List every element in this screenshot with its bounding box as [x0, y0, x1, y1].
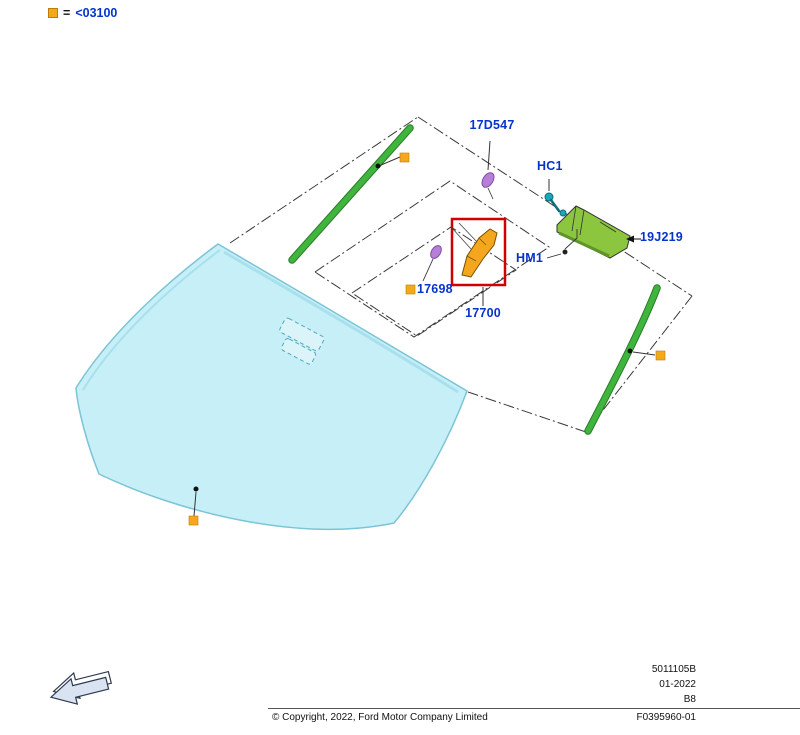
- fastener-marker-legend-icon: [48, 8, 58, 19]
- callout-17D547[interactable]: 17D547: [469, 118, 515, 132]
- copyright-text: © Copyright, 2022, Ford Motor Company Li…: [272, 712, 488, 723]
- leader-line: [546, 253, 562, 259]
- fastener-marker: [188, 515, 199, 526]
- windshield-outline: [75, 243, 468, 531]
- legend-code-link[interactable]: <03100: [75, 6, 118, 20]
- windshield-glass: [75, 243, 468, 531]
- mirror-bracket-17700: [461, 228, 498, 278]
- a-pillar-molding-right: [584, 284, 666, 435]
- windshield-top-band: [223, 250, 459, 394]
- sheet-code: B8: [683, 694, 696, 705]
- windshield-left-band: [82, 249, 221, 391]
- grommet-17D547: [481, 140, 495, 200]
- bracket-screw-head: [559, 209, 567, 217]
- leader-line: [380, 156, 401, 166]
- callout-hc1[interactable]: HC1: [537, 159, 563, 173]
- leader-line: [193, 491, 197, 517]
- legend: = <03100: [48, 7, 117, 20]
- molding-fastener-dot: [627, 348, 633, 354]
- mirror-bracket-17700-group: [450, 217, 507, 306]
- legend-equals: =: [63, 6, 71, 20]
- fastener-hm1: [546, 229, 578, 259]
- fwd-direction-arrow: [49, 670, 113, 705]
- callout-19J219[interactable]: 19J219: [640, 230, 683, 244]
- callout-hm1[interactable]: HM1: [516, 251, 543, 265]
- highlight-box-17700: [450, 217, 507, 287]
- leader-line: [487, 140, 491, 171]
- callout-17700[interactable]: 17700: [465, 306, 501, 320]
- footer-divider: [268, 708, 800, 709]
- leader-line: [632, 351, 656, 356]
- leader-line: [422, 258, 434, 282]
- fastener-marker: [405, 284, 416, 295]
- fastener-marker: [655, 350, 666, 361]
- phantom-body-lines: [229, 116, 693, 433]
- screw-hc1: [544, 179, 561, 213]
- leader-arrowhead: [626, 235, 634, 243]
- molding-fastener-dot: [375, 163, 381, 169]
- fastener-marker: [399, 152, 410, 163]
- grommet-17698: [405, 245, 442, 295]
- mirror-mount-detail: [279, 317, 325, 365]
- a-pillar-molding-left: [288, 124, 414, 264]
- windshield-fastener-dot: [193, 486, 199, 492]
- figure-number: F0395960-01: [636, 712, 697, 723]
- callout-17698[interactable]: 17698: [417, 282, 453, 296]
- doc-date: 01-2022: [659, 679, 696, 690]
- cowl-bracket-19J219: [556, 205, 641, 259]
- doc-number: 5011105B: [651, 664, 696, 675]
